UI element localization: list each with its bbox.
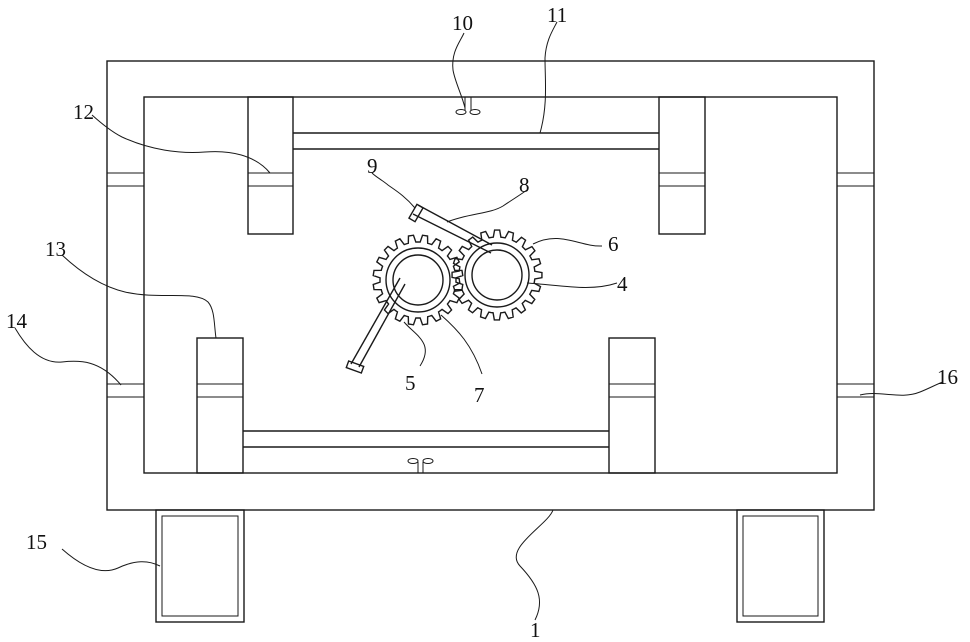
label-9: 9 bbox=[367, 154, 378, 178]
right-wall-upper-guide bbox=[837, 173, 874, 186]
leader-5 bbox=[404, 322, 425, 366]
leader-15 bbox=[62, 549, 160, 571]
label-4: 4 bbox=[617, 272, 628, 296]
label-13: 13 bbox=[45, 237, 66, 261]
top-fastener bbox=[456, 97, 480, 115]
leader-11 bbox=[540, 22, 557, 133]
leader-9 bbox=[372, 173, 415, 208]
left-wall-lower-guide bbox=[107, 384, 144, 397]
left-wall-upper-guide bbox=[107, 173, 144, 186]
left-foot bbox=[156, 510, 244, 622]
label-5: 5 bbox=[405, 371, 416, 395]
right-wall-lower-guide bbox=[837, 384, 874, 397]
gear-right-hub-ring bbox=[465, 243, 529, 307]
gear-right-bore bbox=[472, 250, 522, 300]
label-7: 7 bbox=[474, 383, 485, 407]
upper-right-clamp-block bbox=[659, 97, 705, 234]
label-12: 12 bbox=[73, 100, 94, 124]
leader-6 bbox=[533, 238, 602, 246]
leader-1 bbox=[516, 510, 553, 620]
right-foot bbox=[737, 510, 824, 622]
upper-crossbar bbox=[293, 133, 659, 149]
upper-crank-arm bbox=[409, 204, 492, 253]
leader-7 bbox=[441, 315, 482, 374]
lower-crossbar bbox=[243, 431, 609, 447]
label-10: 10 bbox=[452, 11, 473, 35]
label-11: 11 bbox=[547, 3, 567, 27]
outer-frame bbox=[107, 61, 874, 510]
bottom-fastener bbox=[408, 459, 433, 474]
gear-left-bore bbox=[393, 255, 443, 305]
label-16: 16 bbox=[937, 365, 958, 389]
label-14: 14 bbox=[6, 309, 28, 333]
leader-12 bbox=[92, 115, 270, 173]
leader-8 bbox=[447, 190, 527, 222]
label-6: 6 bbox=[608, 232, 619, 256]
right-gear bbox=[452, 230, 542, 320]
left-gear bbox=[373, 235, 463, 325]
leader-14 bbox=[15, 328, 121, 385]
label-1: 1 bbox=[530, 618, 541, 642]
leader-lines bbox=[15, 22, 943, 620]
lower-left-clamp-block bbox=[197, 338, 243, 473]
leader-13 bbox=[62, 255, 216, 338]
part-labels: 1 4 5 6 7 8 9 10 11 12 13 14 15 16 bbox=[6, 3, 958, 642]
label-8: 8 bbox=[519, 173, 530, 197]
upper-left-clamp-block bbox=[248, 97, 293, 234]
label-15: 15 bbox=[26, 530, 47, 554]
lower-right-clamp-block bbox=[609, 338, 655, 473]
